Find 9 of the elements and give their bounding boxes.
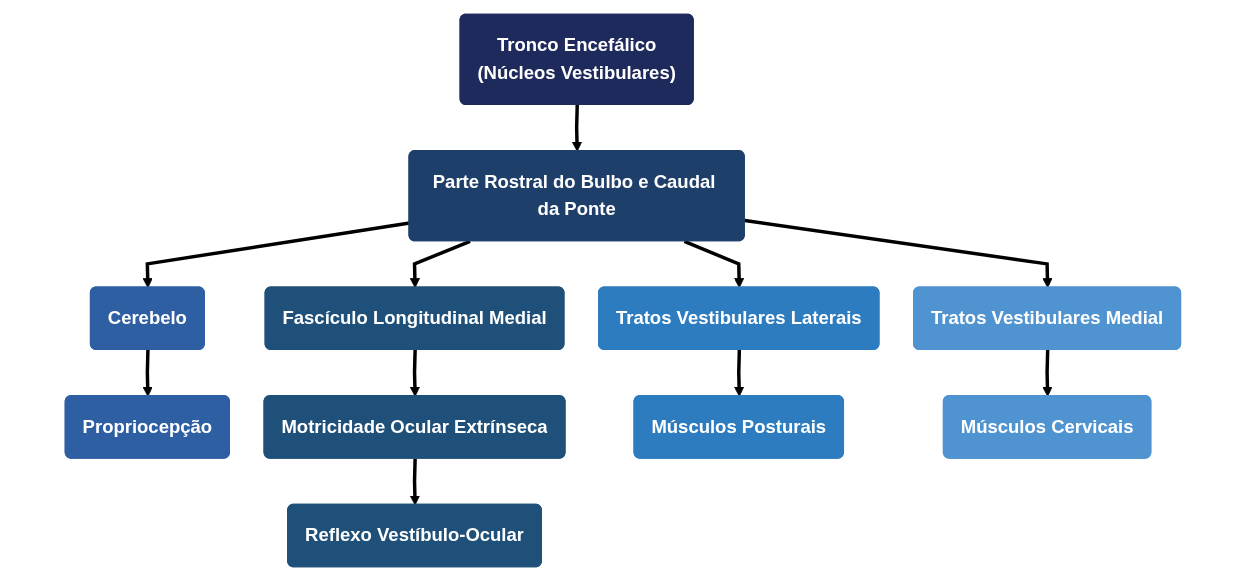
arrow — [683, 239, 744, 289]
arrow — [733, 349, 744, 397]
arrow — [409, 458, 420, 506]
arrow — [409, 239, 471, 289]
arrow — [571, 104, 582, 152]
arrow — [409, 349, 420, 397]
arrow — [142, 349, 153, 397]
arrow — [1041, 349, 1053, 397]
arrow — [744, 218, 1053, 289]
